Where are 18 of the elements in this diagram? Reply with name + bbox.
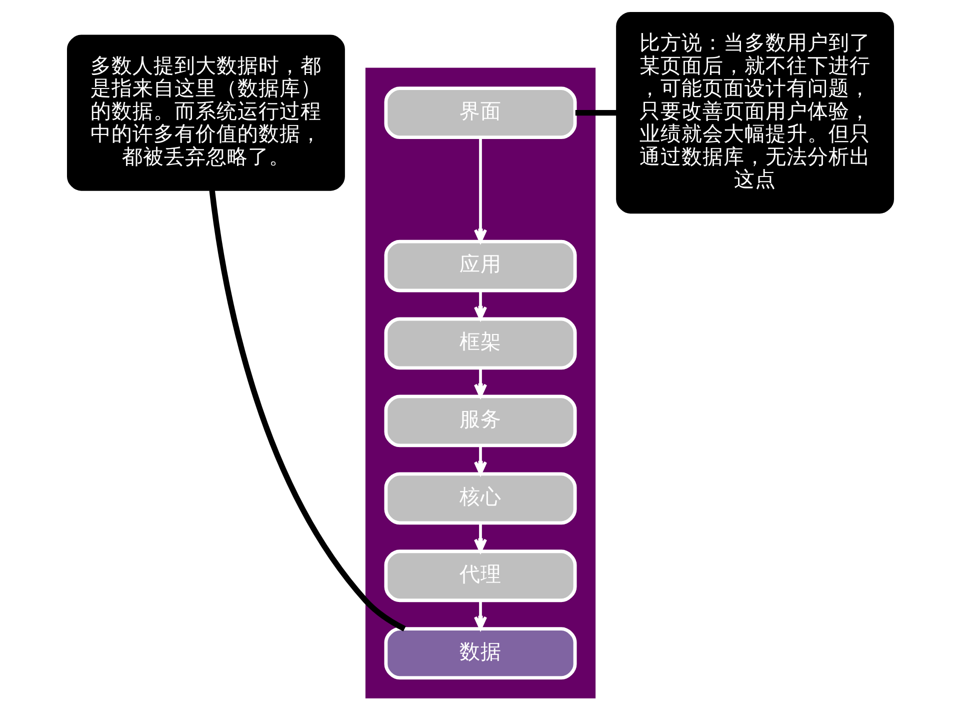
- node-box: 框架: [384, 317, 576, 370]
- arrow: [473, 138, 487, 243]
- node-box: 应用: [384, 240, 576, 292]
- node-box: 数据: [384, 627, 576, 680]
- node-box: 界面: [384, 86, 576, 139]
- arrow: [473, 290, 487, 320]
- node-box: 代理: [384, 550, 576, 602]
- node-box: 服务: [384, 394, 576, 448]
- connector: [574, 110, 616, 116]
- arrow: [473, 600, 487, 630]
- connector: [208, 190, 406, 632]
- node-box: 核心: [384, 472, 576, 525]
- node-box: 多数人提到大数据时，都是指来自这里（数据库）的数据。而系统运行过程中的许多有价值的数据，都被丢弃忽略了。: [66, 34, 344, 191]
- node-box: 比方说：当多数用户到了某页面后，就不往下进行，可能页面设计有问题，只要改善页面用户体验，业绩就会大幅提升。但只通过数据库，无法分析出这点: [616, 12, 894, 214]
- cluster: [364, 68, 596, 698]
- arrow: [473, 445, 487, 476]
- arrow: [473, 522, 487, 553]
- arrow: [473, 368, 487, 398]
